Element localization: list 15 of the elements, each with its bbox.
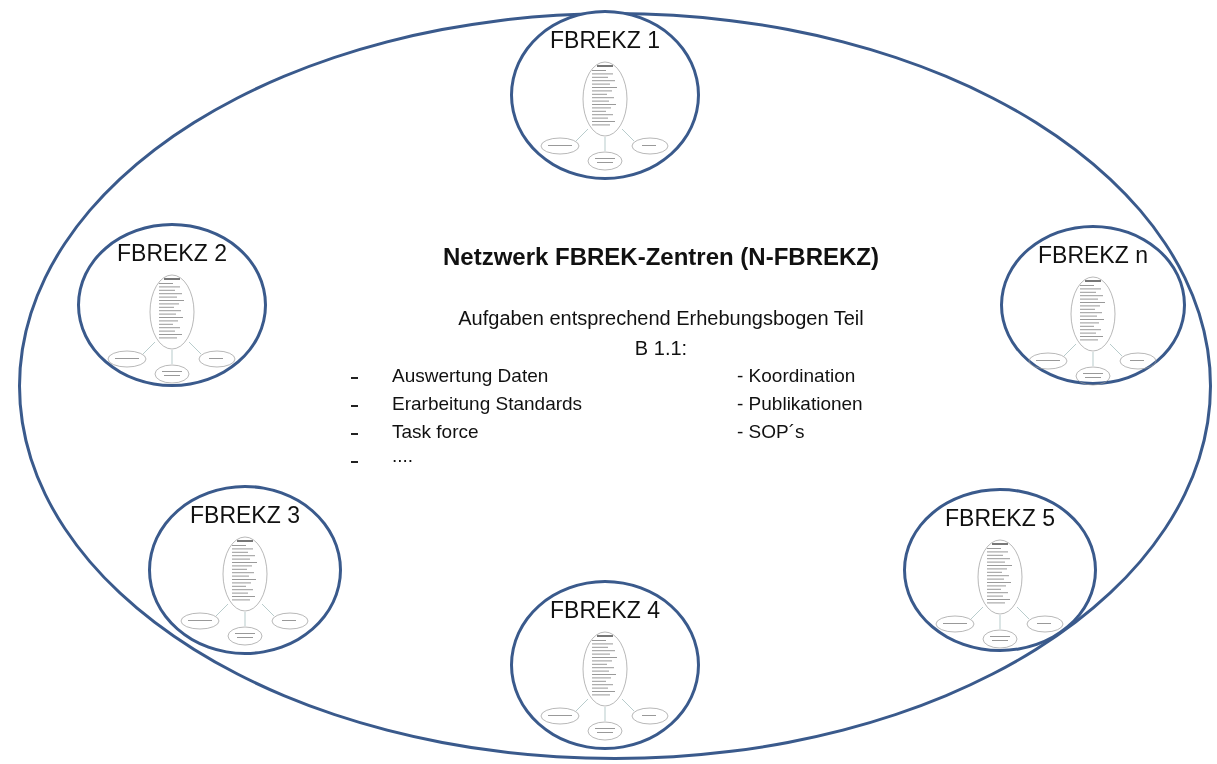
center-label: FBREKZ 1 — [549, 27, 661, 54]
center-label: FBREKZ 3 — [189, 502, 301, 529]
subheading: Aufgaben entsprechend Erhebungsbogen Teil B 1.1: — [457, 306, 865, 361]
task-item: - SOP´s — [737, 421, 805, 443]
center-label: FBREKZ n — [1037, 242, 1149, 269]
task-item: Erarbeitung Standards — [392, 393, 583, 415]
task-item: .... — [392, 445, 414, 467]
center-label: FBREKZ 2 — [116, 240, 228, 267]
center-label: FBREKZ 5 — [944, 505, 1056, 532]
task-item: - Koordination — [737, 365, 856, 387]
center-label: FBREKZ 4 — [549, 597, 661, 624]
task-item: - Publikationen — [737, 393, 863, 415]
task-item: Task force — [392, 421, 479, 443]
diagram-heading: Netzwerk FBREK-Zentren (N-FBREKZ) — [442, 243, 880, 271]
task-item: Auswertung Daten — [392, 365, 549, 387]
